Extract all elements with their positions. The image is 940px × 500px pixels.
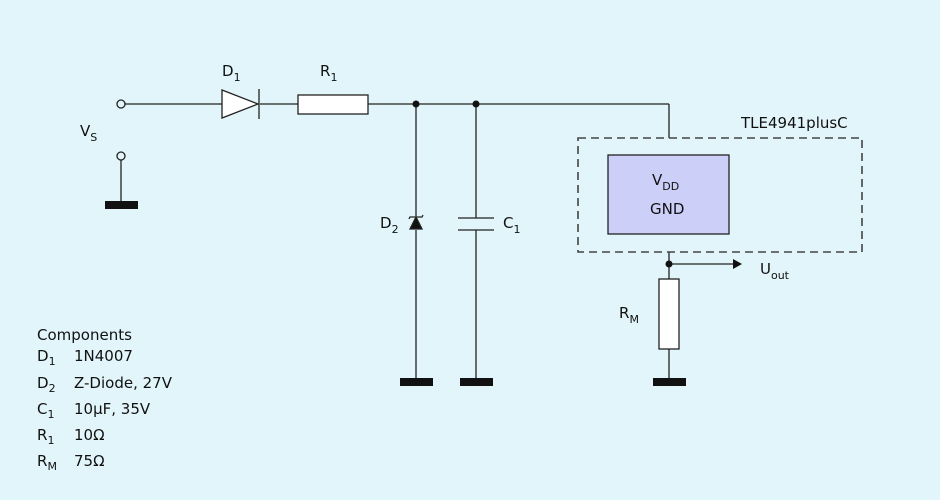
ground-vs	[105, 201, 138, 209]
label-d1: D1	[222, 62, 241, 84]
label-r1: R1	[320, 62, 337, 84]
components-title: Components	[37, 326, 132, 344]
junction-dot-d2	[412, 100, 420, 108]
ground-d2	[400, 378, 433, 386]
label-rm: RM	[619, 304, 639, 326]
resistor-rm	[658, 278, 680, 350]
chip-gnd-label: GND	[650, 200, 684, 218]
vs-terminal-bottom	[116, 151, 126, 161]
ground-rm	[653, 378, 686, 386]
chip-outline	[577, 137, 863, 253]
ground-c1	[460, 378, 493, 386]
label-d2: D2	[380, 214, 399, 236]
resistor-r1	[297, 94, 369, 115]
diode-d1	[221, 89, 260, 119]
capacitor-c1	[458, 217, 494, 231]
chip-name: TLE4941plusC	[740, 114, 848, 132]
vs-terminal-top	[116, 99, 126, 109]
junction-dot-output	[665, 260, 673, 268]
uout-arrow-icon	[733, 259, 742, 269]
junction-dot-c1	[472, 100, 480, 108]
label-vs: VS	[80, 122, 97, 144]
chip-vdd-label: VDD	[652, 171, 679, 193]
zener-diode-d2	[408, 214, 424, 230]
chip-pin-box	[607, 154, 730, 235]
label-uout: Uout	[760, 260, 790, 282]
label-c1: C1	[503, 214, 520, 236]
